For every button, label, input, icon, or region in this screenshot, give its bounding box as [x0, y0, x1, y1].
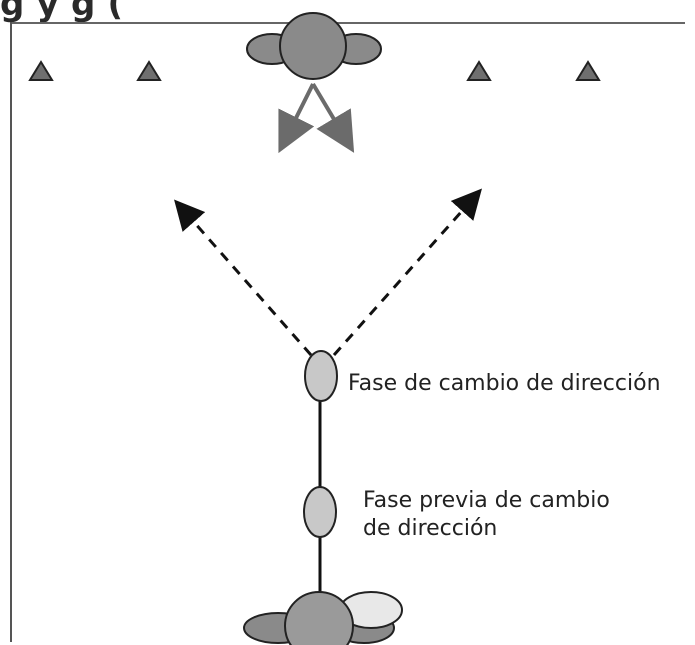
cone-right-1 [466, 60, 492, 81]
defender-player-icon [246, 12, 382, 80]
pre-change-phase-marker [303, 486, 337, 538]
dashed-arrow-left [174, 199, 313, 356]
cone-right-2 [575, 60, 601, 81]
defender-arrow-left [278, 83, 315, 154]
cropped-title: g y g ( [0, 0, 124, 24]
cone-left-1 [28, 60, 54, 81]
pre-change-phase-label-line-1: Fase previa de cambio [363, 488, 610, 513]
change-phase-marker [304, 350, 338, 402]
change-phase-label: Fase de cambio de dirección [348, 371, 661, 396]
defender-arrow-right [311, 82, 355, 153]
runner-player-icon [243, 591, 403, 645]
dashed-arrow-right [332, 188, 482, 356]
pre-change-phase-label: Fase previa de cambio de dirección [363, 487, 610, 542]
cone-left-2 [136, 60, 162, 81]
field-left-border [10, 22, 12, 642]
pre-change-phase-label-line-2: de dirección [363, 515, 498, 541]
field-top-border [10, 22, 685, 24]
